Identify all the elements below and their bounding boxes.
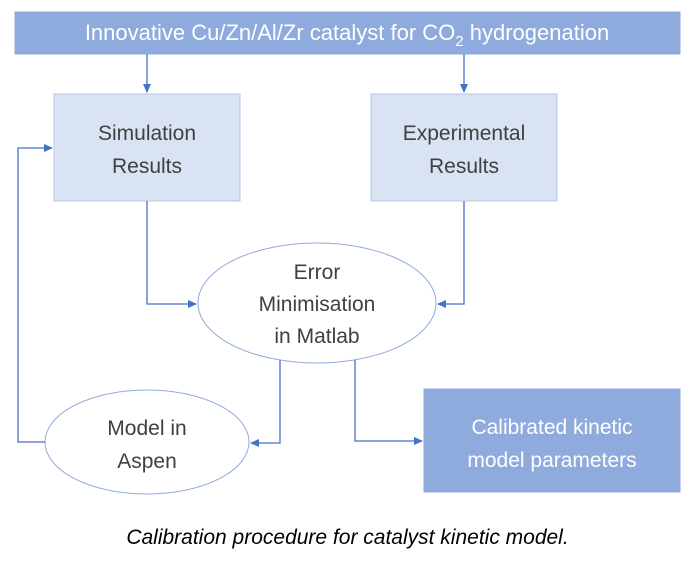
error-minimisation-ellipse: Error Minimisation in Matlab (197, 242, 437, 364)
experimental-results-box: Experimental Results (370, 93, 558, 202)
arrow-experimental-to-error (437, 201, 465, 308)
header-title-prefix: Innovative Cu/Zn/Al/Zr catalyst for CO (85, 20, 455, 45)
header-title-subscript: 2 (455, 33, 463, 50)
error-min-line2: Minimisation (259, 293, 376, 316)
experimental-line2: Results (429, 155, 499, 178)
experimental-line1: Experimental (403, 122, 526, 145)
arrow-simulation-to-error (146, 201, 197, 308)
figure-caption: Calibration procedure for catalyst kinet… (126, 526, 569, 549)
model-line1: Model in (107, 417, 186, 440)
error-min-line1: Error (294, 261, 341, 284)
simulation-line2: Results (112, 155, 182, 178)
simulation-line1: Simulation (98, 122, 196, 145)
header-title-suffix: hydrogenation (464, 20, 610, 45)
calibrated-line1: Calibrated kinetic (471, 416, 632, 439)
arrow-model-to-simulation (17, 144, 53, 443)
model-line2: Aspen (117, 450, 177, 473)
calibrated-parameters-box: Calibrated kinetic model parameters (423, 388, 681, 493)
model-in-aspen-ellipse: Model in Aspen (44, 389, 250, 495)
arrow-error-to-calibrated (354, 360, 423, 445)
simulation-results-box: Simulation Results (53, 93, 241, 202)
header-box: Innovative Cu/Zn/Al/Zr catalyst for CO2 … (14, 11, 681, 55)
header-title: Innovative Cu/Zn/Al/Zr catalyst for CO2 … (85, 20, 609, 50)
error-min-line3: in Matlab (274, 325, 359, 348)
calibrated-line2: model parameters (467, 449, 636, 472)
arrow-error-to-model (250, 360, 281, 447)
